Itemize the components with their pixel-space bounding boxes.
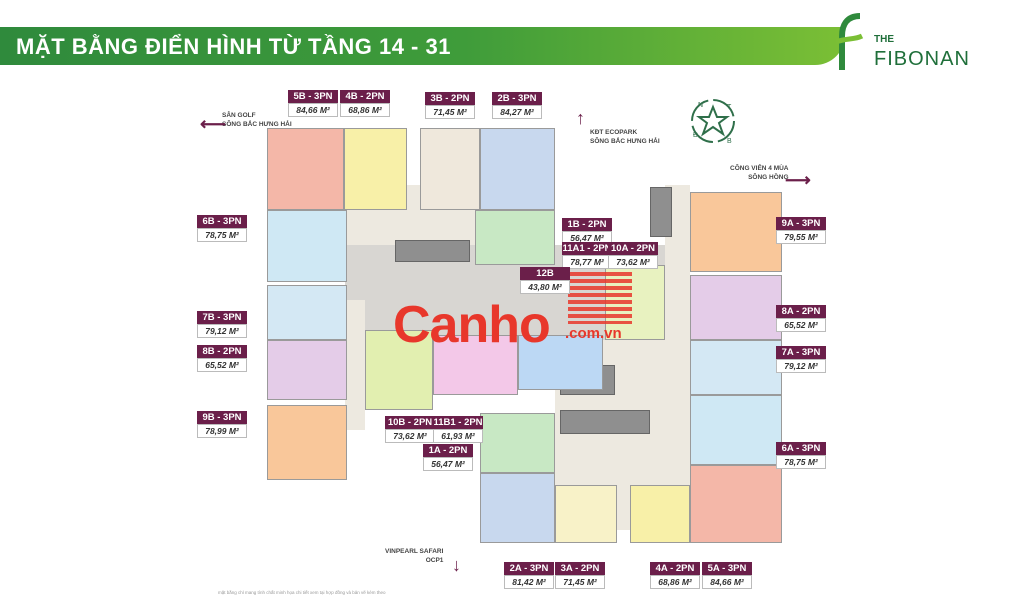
logo-leaf-icon: [835, 13, 864, 70]
watermark-text: Canho: [393, 296, 551, 354]
compass-b: B: [727, 138, 732, 145]
compass-icon: N T B Đ: [691, 99, 735, 145]
arrow-right-icon: ⟶: [785, 170, 811, 190]
compass-t: T: [727, 104, 732, 111]
arrow-left-icon: ⟵: [200, 114, 226, 134]
footnote: mặt bằng chỉ mang tính chất minh họa chi…: [218, 590, 386, 595]
fibonan-logo: THE FIBONAN: [832, 12, 1002, 76]
compass-d: Đ: [693, 132, 698, 139]
header-banner: MẶT BẰNG ĐIỂN HÌNH TỪ TẦNG 14 - 31: [0, 27, 845, 65]
arrow-up-icon: ↑: [576, 108, 585, 128]
arrow-down-icon: ↓: [452, 555, 461, 575]
page-title: MẶT BẰNG ĐIỂN HÌNH TỪ TẦNG 14 - 31: [16, 34, 451, 59]
watermark-domain: .com.vn: [565, 325, 622, 342]
watermark-building-icon: [568, 272, 632, 324]
logo-text-fibonan: FIBONAN: [874, 48, 970, 70]
logo-text-the: THE: [874, 34, 894, 45]
compass-n: N: [698, 102, 703, 109]
